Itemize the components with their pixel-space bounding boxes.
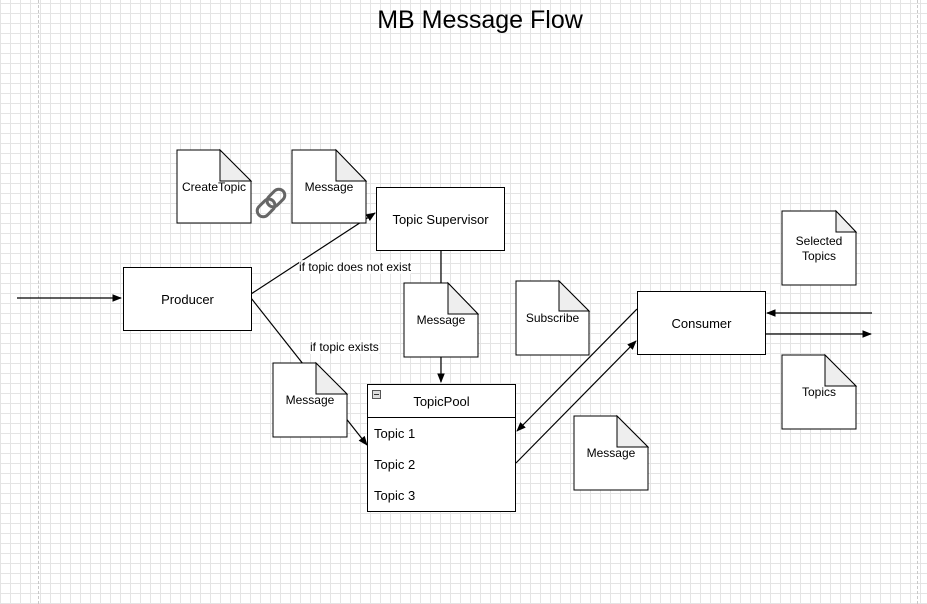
consumer-label: Consumer [671, 315, 732, 331]
topic-pool[interactable]: TopicPool Topic 1 Topic 2 Topic 3 [367, 384, 516, 512]
topic-item[interactable]: Topic 3 [374, 488, 416, 503]
producer-node[interactable]: Producer [123, 267, 252, 331]
topics-label: Topics [801, 384, 836, 399]
page-edge-right [917, 0, 918, 604]
note-message-supervisor[interactable] [403, 281, 480, 358]
edge-consumer-to-topicpool[interactable] [516, 308, 638, 432]
producer-label: Producer [161, 291, 214, 307]
note-message-top[interactable] [291, 148, 368, 224]
topic-pool-title: TopicPool [413, 393, 470, 409]
selected-topics-label: Selected Topics [795, 234, 843, 263]
subscribe-label: Subscribe [525, 310, 580, 325]
edge-topicpool-to-consumer[interactable] [515, 340, 637, 464]
note-selected-topics[interactable] [781, 209, 858, 286]
message-left-label: Message [285, 392, 335, 407]
edge-producer-to-supervisor[interactable] [250, 212, 376, 295]
edge-label-not-exist: if topic does not exist [299, 260, 412, 274]
link-icon [255, 187, 287, 219]
message-supervisor-label: Message [416, 312, 466, 327]
note-subscribe[interactable] [515, 279, 591, 356]
create-topic-label: CreateTopic [181, 179, 247, 194]
topic-supervisor-node[interactable]: Topic Supervisor [376, 187, 505, 251]
note-topics[interactable] [781, 353, 858, 430]
topic-item[interactable]: Topic 1 [374, 426, 416, 441]
message-top-label: Message [304, 179, 354, 194]
topic-pool-header: TopicPool [368, 385, 515, 418]
topic-supervisor-label: Topic Supervisor [392, 211, 489, 227]
note-message-consumer[interactable] [573, 414, 650, 491]
topic-item[interactable]: Topic 2 [374, 457, 416, 472]
message-consumer-label: Message [586, 445, 636, 460]
page-edge-left [38, 0, 39, 604]
edge-label-exists: if topic exists [310, 340, 379, 354]
consumer-node[interactable]: Consumer [637, 291, 766, 355]
collapse-icon[interactable] [372, 390, 381, 399]
note-create-topic[interactable] [176, 148, 253, 224]
note-message-left[interactable] [272, 361, 349, 438]
diagram-title: MB Message Flow [377, 6, 583, 34]
